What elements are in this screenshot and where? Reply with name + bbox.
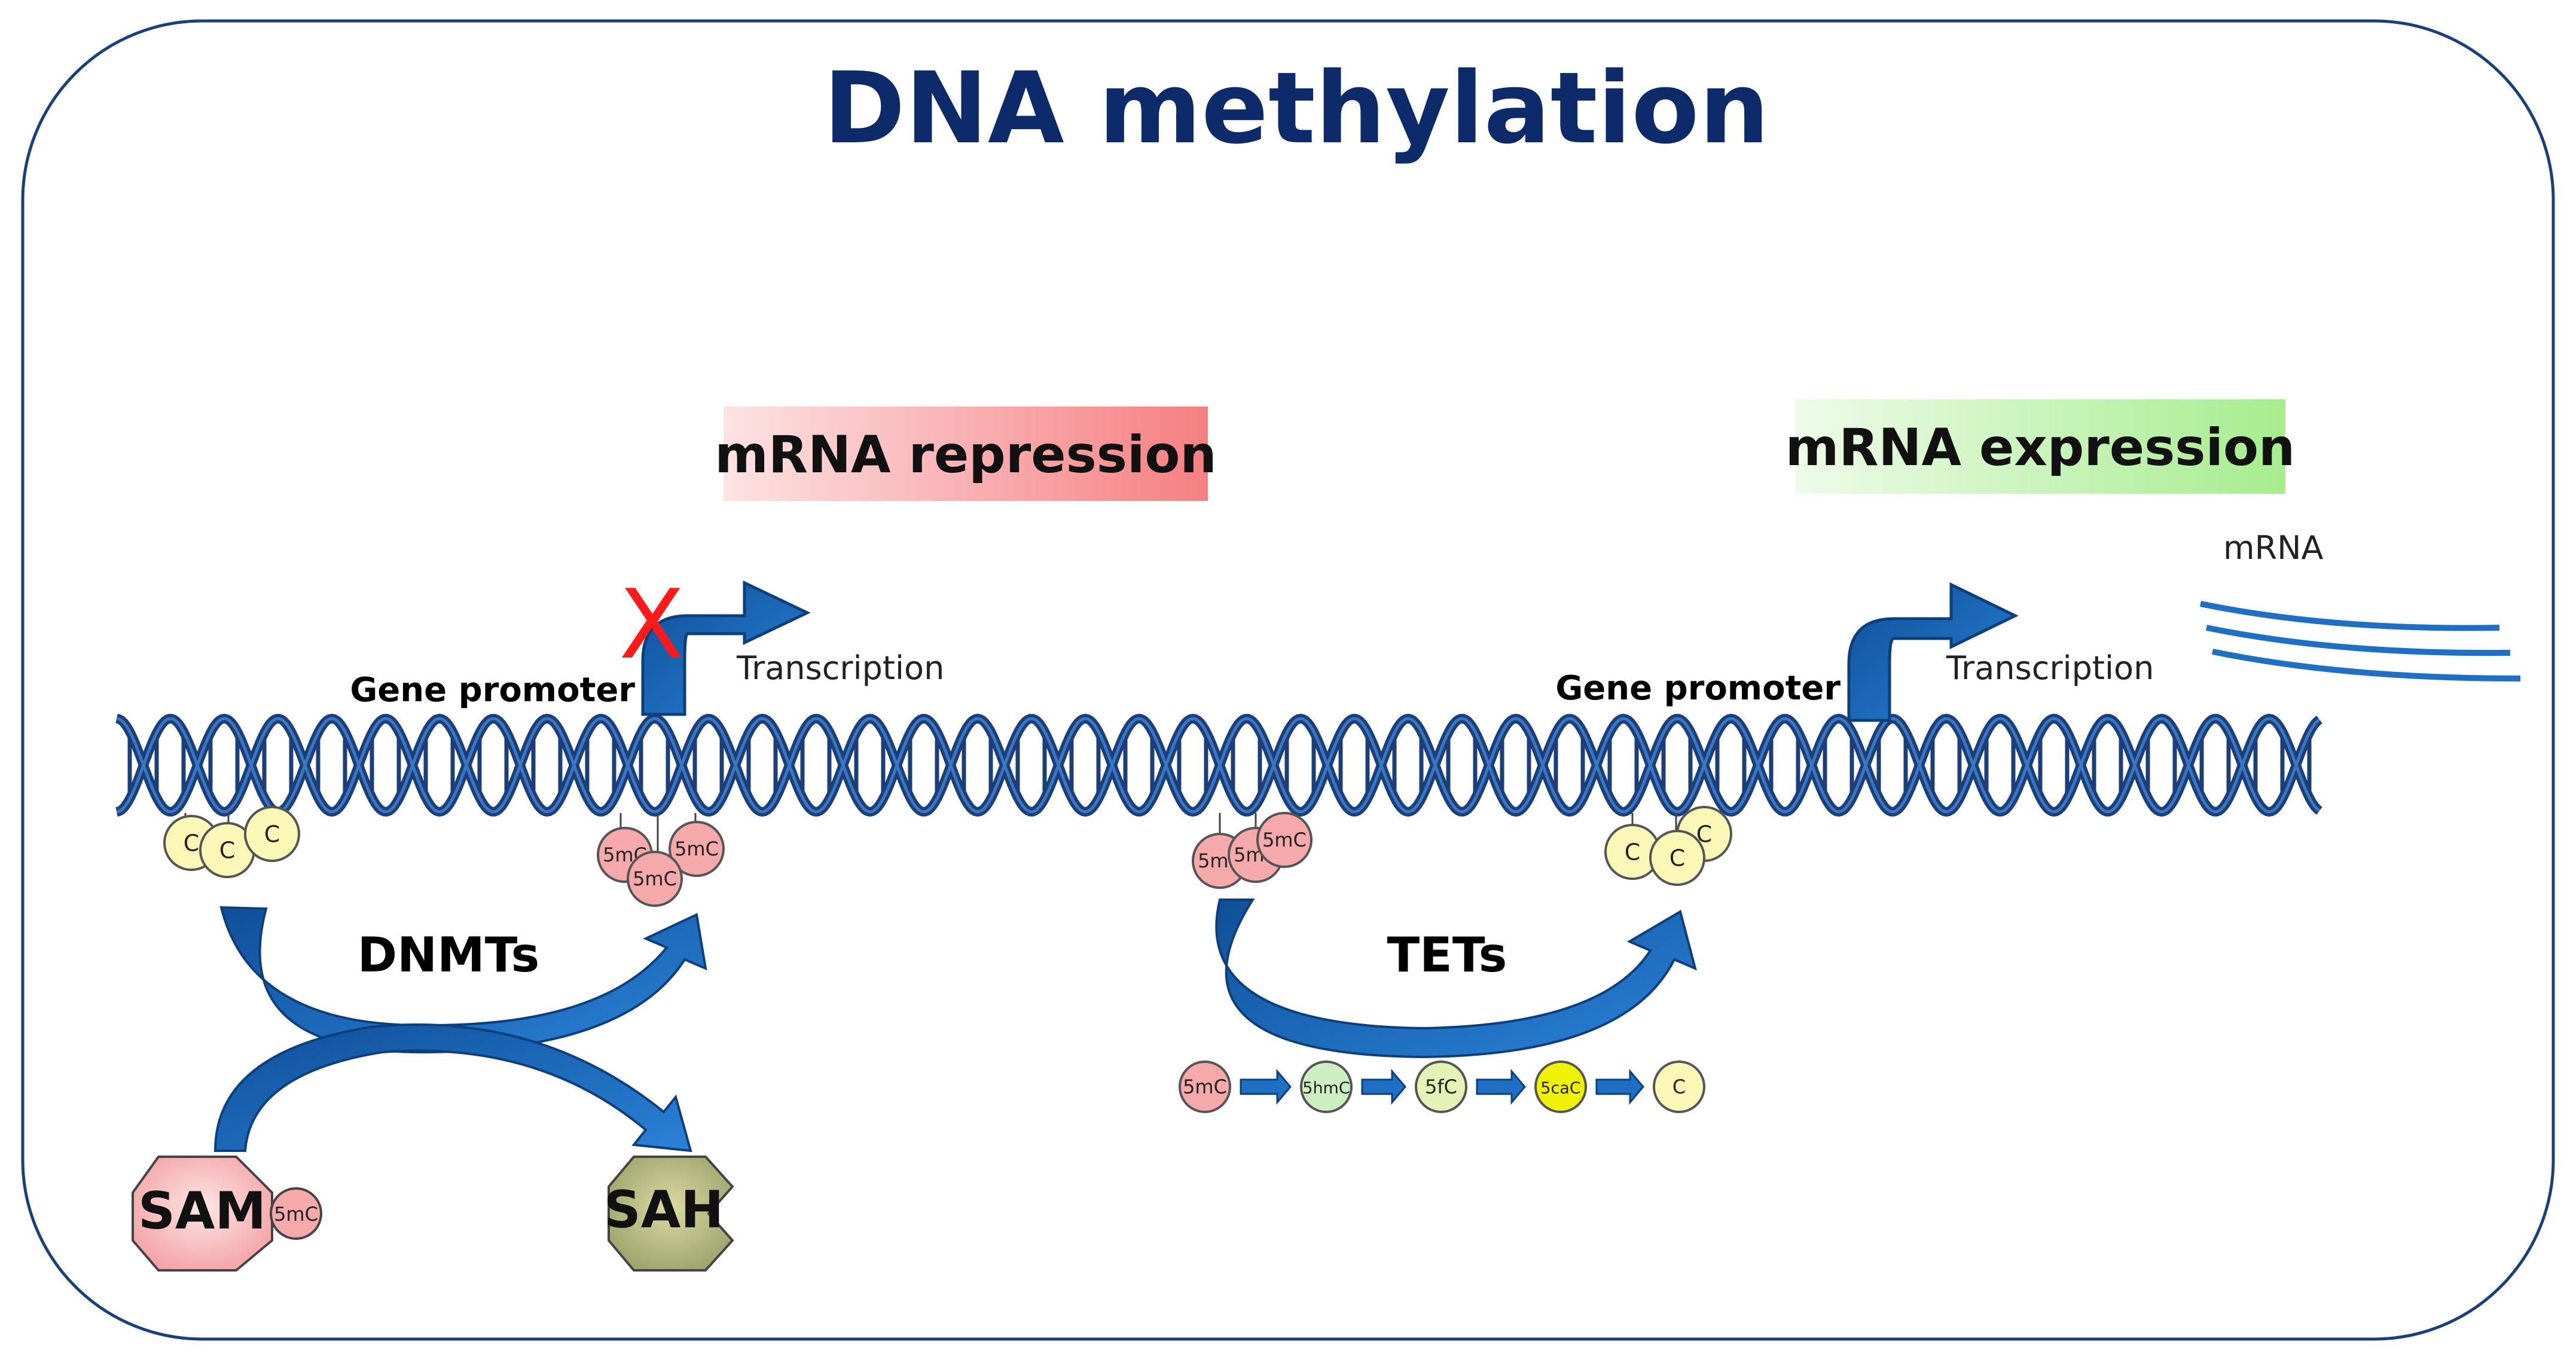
cytosine-circle <box>627 851 683 907</box>
mrna-strand <box>2199 601 2500 631</box>
dna-strand-highlight <box>116 717 2321 814</box>
sam-label: SAM <box>138 1181 266 1241</box>
dnmts-arrows: DNMTs <box>213 906 707 1153</box>
left-transcription-arrow <box>641 580 811 716</box>
mrna-strand <box>2205 625 2511 656</box>
dnmts-curved-arrow <box>219 906 707 1054</box>
tets-curved-arrow <box>1215 898 1697 1059</box>
sam-methyl-label: 5mC <box>274 1203 318 1225</box>
cytosine-label: 5mC <box>674 838 719 860</box>
cytosine-label: C <box>1669 845 1686 871</box>
left-transcription-label: Transcription <box>736 649 944 687</box>
expression-box: mRNA expression <box>1786 399 2296 494</box>
cytosine-circle <box>1256 812 1313 868</box>
oxidation-step-label: 5fC <box>1425 1075 1457 1098</box>
sah-label: SAH <box>604 1180 724 1240</box>
outer-frame <box>21 19 2555 1341</box>
sah-group: SAH <box>604 1156 734 1272</box>
oxidation-arrow <box>1476 1068 1526 1105</box>
oxidation-step-label: 5hmC <box>1302 1079 1350 1098</box>
sam-group: SAM 5mC <box>132 1156 322 1272</box>
right-unmethylated-cluster: CCC <box>1604 806 1732 886</box>
left-promoter-group: Gene promoter Transcription X <box>350 569 944 716</box>
oxidation-step-label: 5caC <box>1540 1079 1580 1098</box>
cytosine-label: C <box>219 837 236 863</box>
tets-label: TETs <box>1387 927 1507 983</box>
repression-box: mRNA repression <box>715 407 1217 501</box>
sam-shape <box>132 1156 273 1272</box>
oxidation-arrow <box>1240 1068 1292 1105</box>
oxidation-arrow <box>1595 1068 1644 1105</box>
oxidation-step-circle <box>1534 1061 1587 1113</box>
right-promoter-group: Gene promoter Transcription <box>1555 582 2154 722</box>
oxidation-step-circle <box>1179 1061 1231 1113</box>
mrna-strands: mRNA <box>2199 529 2521 681</box>
cytosine-circle <box>1649 830 1705 886</box>
cytosine-label: 5mC <box>1262 829 1307 851</box>
cytosine-circle <box>669 821 725 877</box>
repression-label: mRNA repression <box>715 425 1217 485</box>
oxidation-step-circle <box>1415 1061 1467 1113</box>
sam-to-sah-arrow <box>213 1023 692 1153</box>
dnmts-label: DNMTs <box>358 927 540 983</box>
oxidation-arrow <box>1361 1068 1406 1105</box>
left-gene-promoter-label: Gene promoter <box>350 671 635 710</box>
tets-arrow-group: TETs <box>1215 898 1697 1059</box>
blocked-mark: X <box>619 569 685 680</box>
oxidation-series: 5mC 5hmC 5fC 5caC C <box>1179 1061 1705 1113</box>
expression-label: mRNA expression <box>1786 418 2296 478</box>
right-transcription-label: Transcription <box>1946 649 2154 687</box>
right-gene-promoter-label: Gene promoter <box>1555 669 1841 708</box>
sah-shape <box>608 1156 734 1272</box>
cytosine-circle <box>244 806 300 862</box>
cytosine-label: C <box>184 830 200 856</box>
cytosine-label: C <box>1625 839 1641 865</box>
page-title: DNA methylation <box>823 51 1769 166</box>
mrna-strand <box>2211 649 2521 681</box>
sam-methyl-circle <box>270 1187 322 1240</box>
dna-strand-highlight <box>116 717 2321 814</box>
cytosine-label: C <box>264 821 280 847</box>
right-transcription-arrow <box>1847 582 2019 722</box>
oxidation-step-circle <box>1653 1061 1705 1113</box>
mrna-label: mRNA <box>2223 529 2324 567</box>
dna-double-helix <box>115 713 2322 817</box>
oxidation-step-circle <box>1300 1061 1353 1113</box>
oxidation-step-label: C <box>1672 1075 1686 1098</box>
cytosine-label: 5mC <box>633 867 677 890</box>
oxidation-step-label: 5mC <box>1183 1075 1227 1098</box>
